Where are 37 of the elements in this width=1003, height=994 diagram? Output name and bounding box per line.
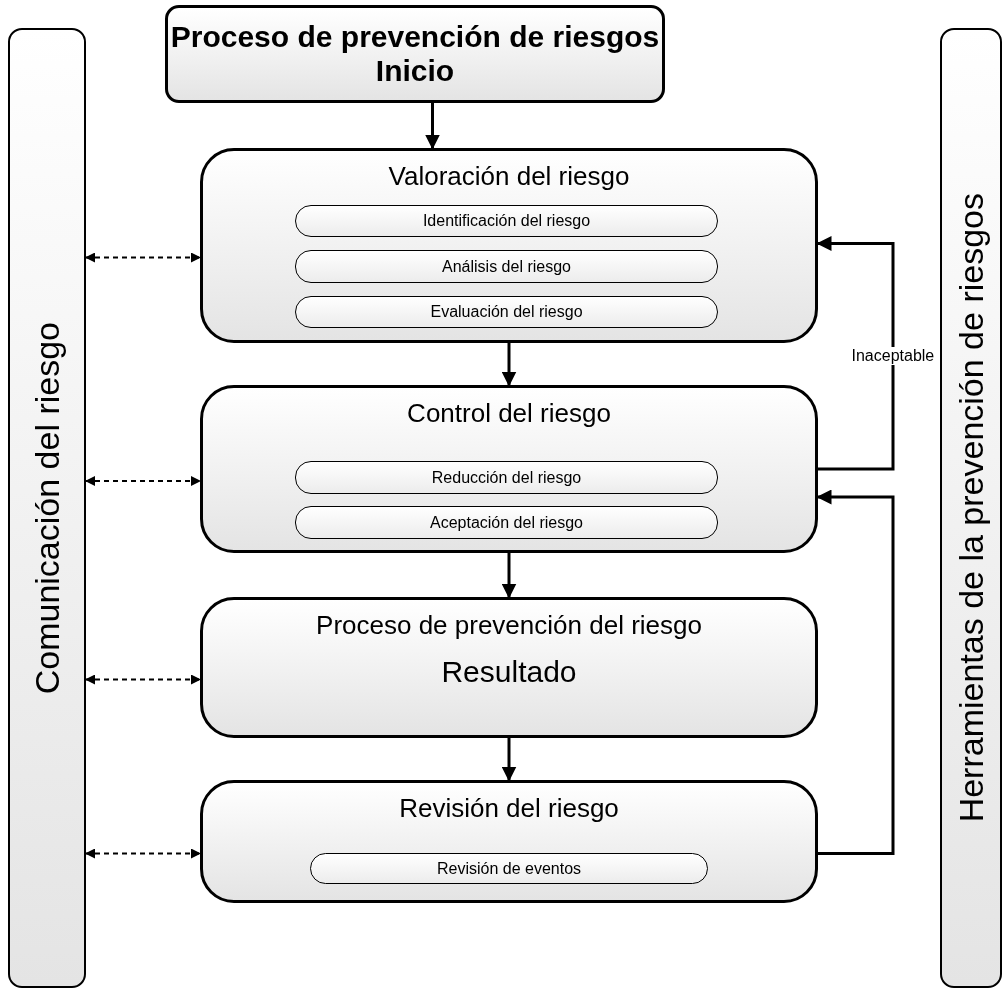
step-label: Revisión de eventos <box>436 859 582 878</box>
box-heading: Revisión del riesgo <box>399 793 619 824</box>
process-box <box>165 5 665 103</box>
step-pill <box>295 205 718 237</box>
arrow <box>501 343 517 387</box>
arrow <box>816 236 895 471</box>
title-text: Proceso de prevención de riesgos Inicio <box>169 19 661 89</box>
arrow <box>816 489 895 855</box>
box-heading: Control del riesgo <box>407 398 611 429</box>
arrow <box>85 848 201 859</box>
band-label: Herramientas de la prevención de riesgos <box>951 193 991 823</box>
band-label: Comunicación del riesgo <box>27 321 67 695</box>
step-label: Aceptación del riesgo <box>430 513 583 532</box>
step-pill <box>295 250 718 283</box>
arrow <box>425 103 440 150</box>
side-band <box>940 28 1002 988</box>
process-box <box>200 780 818 903</box>
box-heading: Valoración del riesgo <box>388 161 630 192</box>
process-box <box>200 148 818 343</box>
step-pill <box>295 461 718 494</box>
step-pill <box>310 853 708 884</box>
box-heading: Proceso de prevención del riesgo <box>316 610 702 641</box>
step-label: Identificación del riesgo <box>422 212 591 230</box>
process-box <box>200 597 818 738</box>
arrow <box>85 252 201 263</box>
side-band <box>8 28 86 988</box>
box-heading: Resultado <box>441 655 577 689</box>
step-label: Reducción del riesgo <box>431 468 582 487</box>
arrow <box>501 553 517 599</box>
step-label: Evaluación del riesgo <box>430 303 583 321</box>
step-pill <box>295 296 718 328</box>
process-box <box>200 385 818 553</box>
arrow <box>85 674 201 685</box>
step-label: Análisis del riesgo <box>442 257 571 276</box>
arrow <box>85 476 201 486</box>
step-pill <box>295 506 718 539</box>
arrow <box>501 738 517 782</box>
